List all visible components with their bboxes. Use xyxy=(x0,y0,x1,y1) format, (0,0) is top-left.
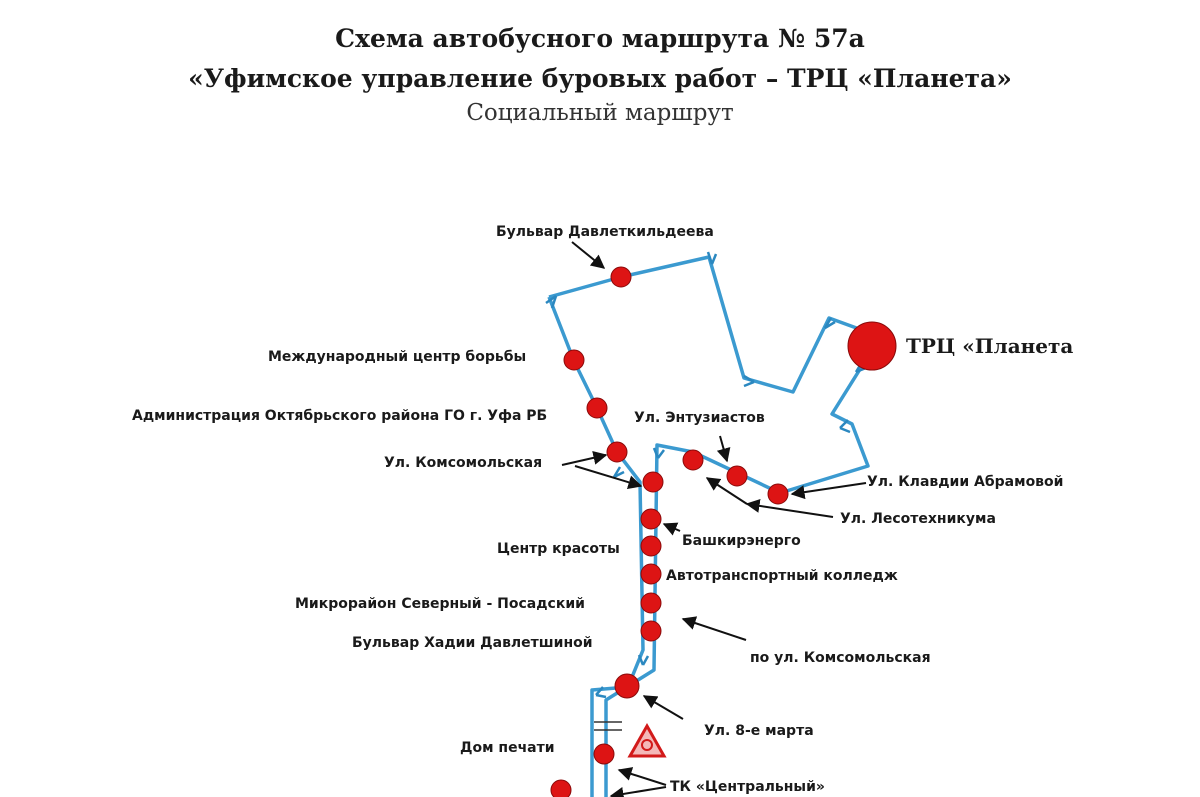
warning-triangle-icon xyxy=(627,722,667,758)
stop-komsomolskaya-2 xyxy=(642,471,664,493)
arrow-komsomolskaya-b xyxy=(574,465,643,490)
route-segment-west xyxy=(548,255,863,394)
stop-centr-krasoty xyxy=(640,535,662,557)
stop-mezhdunarodny-centr xyxy=(563,349,585,371)
stop-avtotransportny xyxy=(640,563,662,585)
arrow-bashkirenergo xyxy=(662,522,681,536)
arrow-lesotehnikuma-a xyxy=(745,498,834,518)
label-lesotehnikuma: Ул. Лесотехникума xyxy=(840,511,996,527)
stop-tk-centralny xyxy=(550,779,572,797)
label-klavdii-abramovoy: Ул. Клавдии Абрамовой xyxy=(867,474,1063,490)
arrow-bulvar-davletkildeeva xyxy=(571,241,606,269)
route-line xyxy=(547,255,870,797)
crossing-mark xyxy=(594,721,622,731)
stop-entuziastov-2 xyxy=(726,465,748,487)
diagram-route-name: «Уфимское управление буровых работ – ТРЦ… xyxy=(188,64,1012,93)
stop-dom-pechati xyxy=(593,743,615,765)
label-mikrorayon: Микрорайон Северный - Посадский xyxy=(295,596,585,612)
label-centr-krasoty: Центр красоты xyxy=(497,541,620,557)
stop-labels: Бульвар Давлеткильдеева ТРЦ «Планета Меж… xyxy=(132,224,1073,795)
label-bashkirenergo: Башкирэнерго xyxy=(682,533,801,549)
label-mezhdunarodny-centr: Международный центр борьбы xyxy=(268,349,526,365)
label-administraciya: Администрация Октябрьского района ГО г. … xyxy=(132,408,547,424)
label-tk-centralny: ТК «Центральный» xyxy=(670,779,825,795)
arrow-komsomolskaya-a xyxy=(561,450,608,466)
stop-entuziastov-1 xyxy=(682,449,704,471)
arrow-entuziastov xyxy=(716,435,731,463)
arrow-vosmoe-marta xyxy=(642,695,684,720)
label-bulvar-davletkildeeva: Бульвар Давлеткильдеева xyxy=(496,224,714,240)
stop-mikrorayon xyxy=(640,592,662,614)
label-planeta: ТРЦ «Планета xyxy=(906,334,1073,358)
arrow-tk-centralny-b xyxy=(609,786,667,797)
label-po-komsomolskaya: по ул. Комсомольская xyxy=(750,650,931,666)
route-direction-marks xyxy=(545,251,867,699)
label-avtotransportny: Автотранспортный колледж xyxy=(666,568,898,584)
route-stops xyxy=(550,266,897,797)
arrow-po-komsomolskaya xyxy=(681,616,747,641)
stop-administraciya xyxy=(586,397,608,419)
arrow-lesotehnikuma-b xyxy=(705,477,748,505)
diagram-subtitle: Социальный маршрут xyxy=(466,100,734,126)
stop-planeta xyxy=(847,321,897,371)
arrow-klavdii-abramovoy xyxy=(790,482,867,500)
label-dom-pechati: Дом печати xyxy=(460,740,555,756)
label-entuziastov: Ул. Энтузиастов xyxy=(634,410,765,426)
label-arrows xyxy=(561,241,867,797)
diagram-title: Схема автобусного маршрута № 57а xyxy=(335,24,865,53)
stop-bulvar-davletshinoy xyxy=(640,620,662,642)
label-vosmoe-marta: Ул. 8-е марта xyxy=(704,723,814,739)
stop-komsomolskaya-1 xyxy=(606,441,628,463)
label-bulvar-davletshinoy: Бульвар Хадии Давлетшиной xyxy=(352,635,593,651)
label-komsomolskaya: Ул. Комсомольская xyxy=(384,455,542,471)
stop-vosmoe-marta xyxy=(614,673,640,699)
stop-bashkirenergo xyxy=(640,508,662,530)
arrow-tk-centralny-a xyxy=(617,767,667,786)
stop-klavdii-abramovoy xyxy=(767,483,789,505)
stop-bulvar-davletkildeeva xyxy=(610,266,632,288)
